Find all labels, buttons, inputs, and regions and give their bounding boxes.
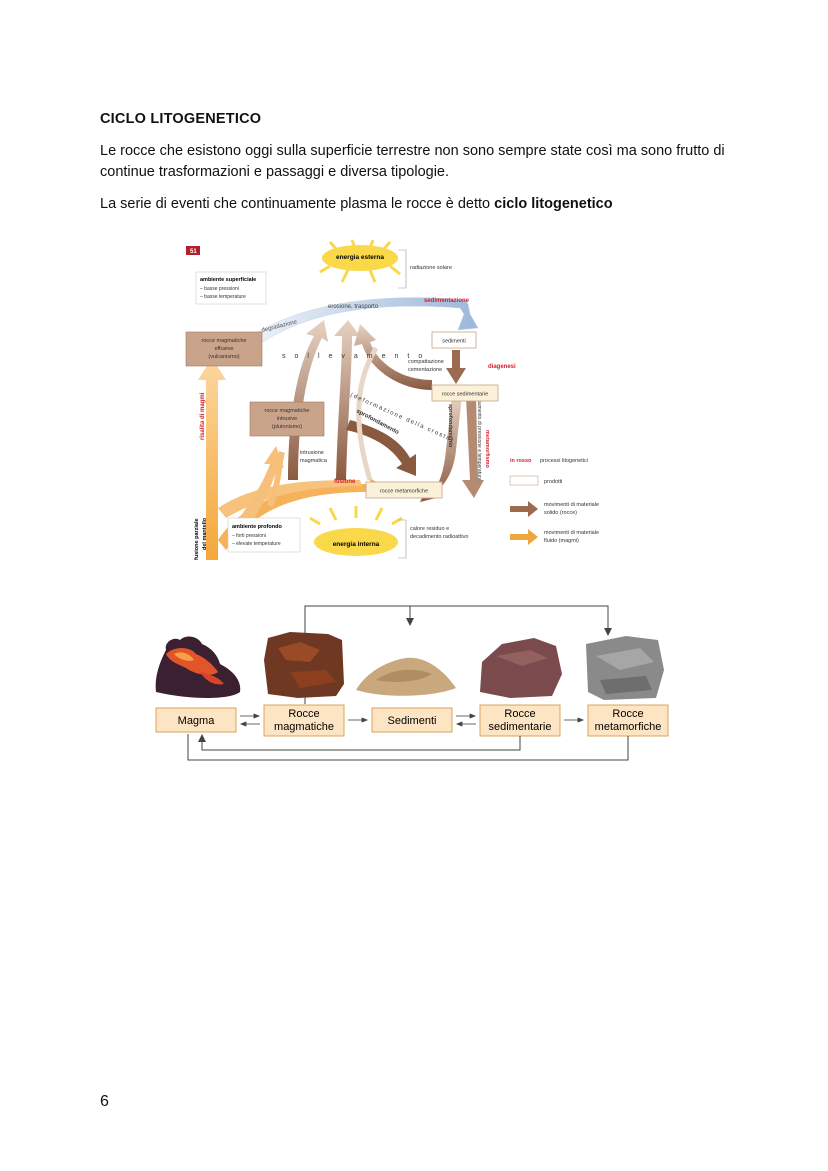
legend-fluido-1: movimenti di materiale — [544, 530, 599, 536]
legend-processi: processi litogenetici — [540, 458, 588, 464]
cementazione-label: cementazione — [408, 367, 442, 373]
radiazione-label: radiazione solare — [410, 265, 452, 271]
effusive-line-1: rocce magmatiche — [202, 338, 247, 344]
basse-pressioni: – basse pressioni — [200, 286, 239, 292]
calore-line-2: decadimento radioattivo — [410, 534, 468, 540]
magmatiche-box — [263, 704, 345, 737]
page-title: CICLO LITOGENETICO — [100, 111, 262, 127]
risalita-label: risalita di magmi — [200, 392, 206, 440]
sedimentazione-label: sedimentazione — [424, 298, 470, 304]
diagenesi-label: diagenesi — [488, 364, 516, 370]
sedimentarie-box-2 — [479, 704, 561, 737]
internal-energy-icon — [309, 506, 403, 556]
fusione-parziale-2: del mantello — [202, 517, 208, 550]
legend-product-swatch — [509, 475, 539, 486]
page-number: 6 — [100, 1093, 109, 1110]
metamorphic-rock-image — [586, 636, 664, 700]
metamorfiche-line-2: metamorfiche — [595, 721, 662, 733]
energia-esterna-label: energia esterna — [336, 254, 384, 261]
intrusive-line-3: (plutonismo) — [272, 424, 302, 430]
basse-temperature: – basse temperature — [200, 294, 246, 300]
metamorfiche-line-1: Rocce — [612, 708, 643, 720]
sedimentarie-line-2: sedimentarie — [489, 721, 552, 733]
definition-term: ciclo litogenetico — [494, 196, 613, 212]
compattazione-label: compattazione — [408, 359, 444, 365]
definition-paragraph: La serie di eventi che continuamente pla… — [100, 194, 613, 215]
top-connector — [304, 605, 609, 704]
magma-label: Magma — [178, 715, 216, 727]
ambiente-profondo-box — [227, 517, 301, 553]
ambiente-profondo-title: ambiente profondo — [232, 524, 282, 530]
bracket-bottom — [398, 519, 407, 559]
effusive-line-3: (vulcanismo) — [208, 354, 239, 360]
intrusive-line-1: rocce magmatiche — [265, 408, 310, 414]
ambiente-superficiale-box — [195, 271, 267, 305]
metamorfismo-label: metamorfismo — [484, 430, 490, 469]
bottom-connector-1 — [201, 736, 521, 751]
erosione-label: erosione, trasporto — [328, 304, 379, 310]
between-arrows — [239, 713, 585, 727]
metamorfiche-box-2 — [587, 704, 669, 737]
legend-solido-1: movimenti di materiale — [544, 502, 599, 508]
lava-image — [155, 636, 241, 698]
sedimenti-box-2 — [371, 707, 453, 733]
figure-badge — [186, 246, 200, 255]
legend-fluid-arrow — [510, 529, 538, 545]
fusione-label: fusione — [334, 479, 356, 485]
aumento-label: aumento di pressione e temperatura — [476, 400, 482, 481]
rock-cycle-diagram: 51 energia esterna radiazione solare amb… — [185, 239, 599, 560]
sedimentarie-box — [431, 384, 499, 402]
forti-pressioni: – forti pressioni — [232, 533, 266, 539]
bottom-connector-2 — [187, 734, 629, 761]
diagenesi-arrow — [446, 350, 466, 384]
sedimenti-box — [431, 331, 477, 349]
bracket-top — [398, 249, 407, 289]
sedimenti-label-2: Sedimenti — [388, 715, 437, 727]
sedimentarie-line-1: Rocce — [504, 708, 535, 720]
intro-paragraph: Le rocce che esistono oggi sulla superfi… — [100, 143, 725, 180]
legend-prodotti: prodotti — [544, 479, 562, 485]
intrusione-line-2: magmatica — [300, 458, 328, 464]
magmatiche-line-2: magmatiche — [274, 721, 334, 733]
figure-badge-label: 51 — [190, 249, 197, 255]
effusive-line-2: effusive — [215, 346, 234, 352]
sedimentarie-label: rocce sedimentarie — [442, 392, 488, 398]
intrusive-box — [249, 401, 325, 437]
definition-text: La serie di eventi che continuamente pla… — [100, 196, 495, 212]
legend-solid-arrow — [510, 501, 538, 517]
rock-cycle-strip: Magma Rocce magmatiche Sedimenti Rocce s… — [155, 605, 669, 761]
energia-interna-label: energia interna — [333, 541, 380, 548]
magmatiche-line-1: Rocce — [288, 708, 319, 720]
sollevamento-label: sollevamento — [282, 353, 431, 360]
sprofondamento-vertical-label: sprofondamento — [447, 404, 453, 448]
rock-flow-arrows — [288, 320, 484, 502]
legend-fluido-2: fluido (magmi) — [544, 538, 579, 544]
legend-red-label: in rosso — [510, 458, 532, 464]
metamorfiche-box — [365, 481, 443, 499]
magmatic-rock-image — [264, 632, 344, 698]
intrusive-line-2: intrusive — [277, 416, 297, 422]
intrusione-line-1: intrusione — [300, 450, 324, 456]
sedimentary-rock-image — [480, 638, 562, 698]
ambiente-superficiale-title: ambiente superficiale — [200, 277, 256, 283]
fusione-parziale-1: fusione parziale — [194, 518, 200, 560]
sediment-image — [356, 657, 456, 696]
magma-box — [155, 707, 237, 733]
sun-icon — [319, 239, 401, 283]
legend-solido-2: solido (rocce) — [544, 510, 577, 516]
metamorfiche-label: rocce metamorfiche — [380, 489, 428, 495]
elevate-temperature: – elevate temperature — [232, 541, 281, 547]
calore-line-1: calore residuo e — [410, 526, 449, 532]
effusive-box — [185, 331, 263, 367]
sedimenti-label: sedimenti — [442, 339, 466, 345]
figure-legend: in rosso processi litogenetici prodotti … — [509, 458, 599, 545]
